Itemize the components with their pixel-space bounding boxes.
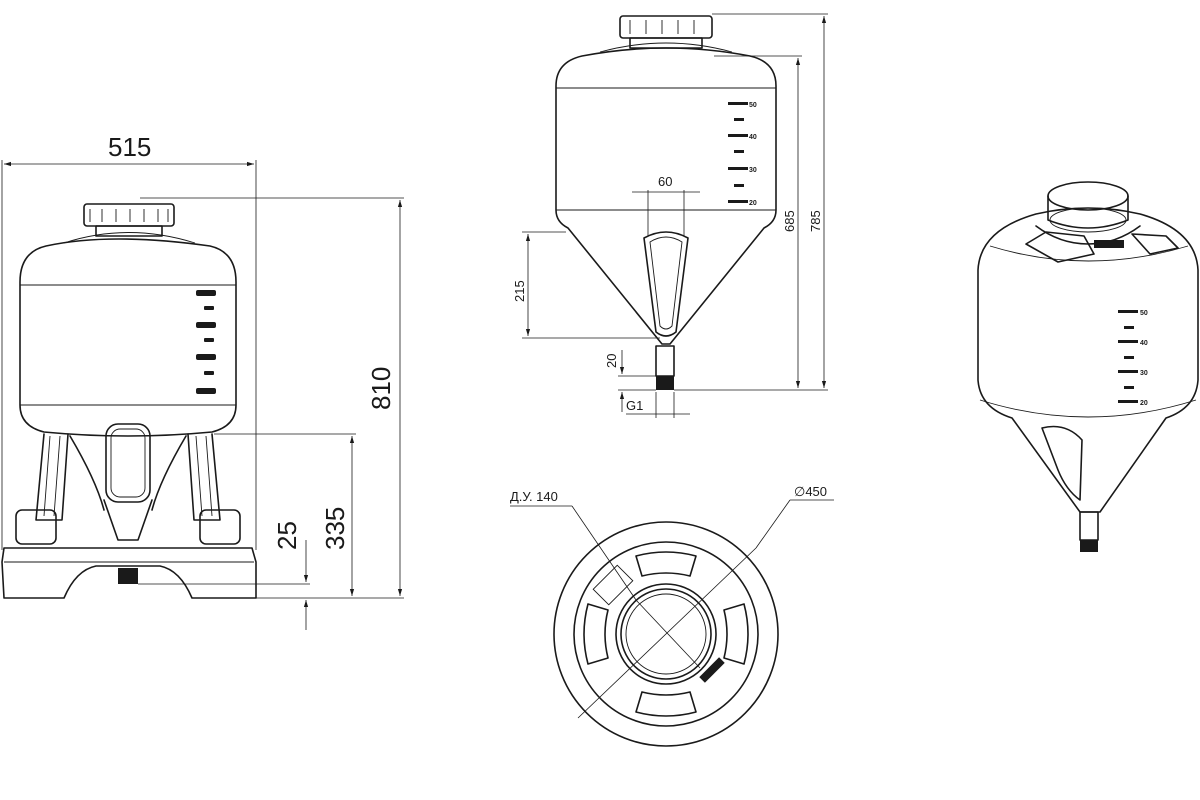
perspective-tank-body: [977, 207, 1199, 513]
front-level-marks: [196, 290, 216, 394]
top-outer-rim: [553, 521, 779, 747]
perspective-mark-50: 50: [1140, 310, 1148, 317]
front-width-label: 515: [108, 132, 151, 162]
side-mark-30: 30: [749, 167, 757, 174]
side-nozzle-length-label: 20: [604, 354, 619, 368]
side-level-marks: 50 40 30 20: [728, 102, 757, 207]
side-mark-50: 50: [749, 102, 757, 109]
perspective-level-marks: 50 40 30 20: [1118, 310, 1148, 407]
front-clearance-label: 25: [272, 521, 302, 550]
front-right-leg: [187, 433, 221, 521]
side-outlet-window: [643, 231, 689, 337]
front-leg-height-label: 335: [320, 507, 350, 550]
top-outer-diameter-label: ∅450: [794, 484, 827, 499]
perspective-view: 50 40 30 20: [977, 181, 1199, 552]
side-tank-body: [555, 47, 777, 345]
front-base: [1, 547, 257, 599]
perspective-mark-20: 20: [1140, 400, 1148, 407]
side-nozzle-thread: [656, 376, 674, 390]
front-outlet-window: [105, 423, 151, 503]
perspective-nozzle-thread: [1080, 540, 1098, 552]
perspective-mark-40: 40: [1140, 340, 1148, 347]
side-mark-20: 20: [749, 200, 757, 207]
front-view: 515 810 335 25: [1, 132, 404, 630]
side-thread-label: G1: [626, 398, 643, 413]
side-mark-40: 40: [749, 134, 757, 141]
top-view: ∅450 Д.У. 140: [510, 484, 834, 747]
front-tank-body: [19, 238, 237, 437]
side-outlet-width-label: 60: [658, 174, 672, 189]
front-height-label: 810: [366, 367, 396, 410]
side-cone-height-label: 215: [512, 280, 527, 302]
top-nominal-diameter-label: Д.У. 140: [510, 489, 558, 504]
front-left-leg: [35, 433, 69, 521]
side-total-height-label: 785: [808, 210, 823, 232]
side-body-height-label: 685: [782, 210, 797, 232]
front-nozzle: [118, 568, 138, 584]
side-view: 50 40 30 20 60 215 20 G1 685 785: [512, 13, 828, 418]
front-cap: [83, 203, 175, 237]
perspective-mark-30: 30: [1140, 370, 1148, 377]
